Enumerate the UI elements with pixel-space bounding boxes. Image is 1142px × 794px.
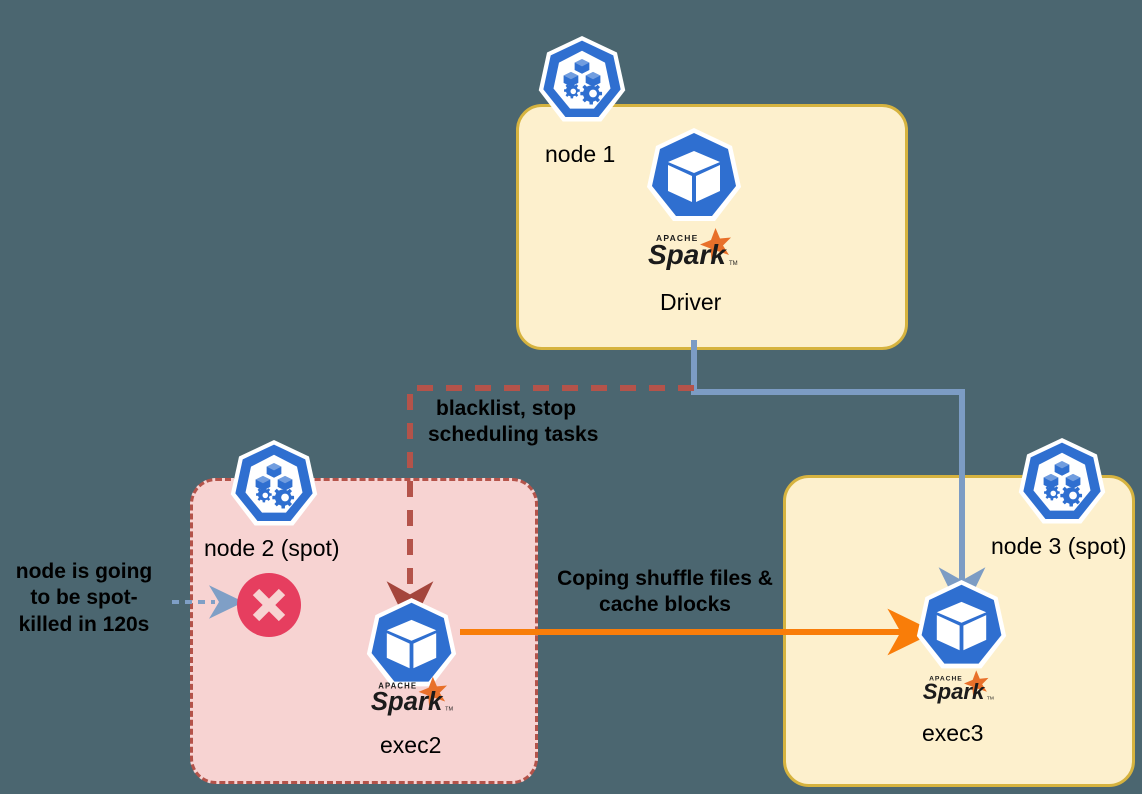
svg-text:Spark: Spark [371,688,444,716]
edge-label-line: Coping shuffle files & [557,567,773,590]
kubernetes-node-icon [536,34,628,130]
svg-text:TM: TM [445,707,453,713]
kubernetes-node-icon [228,438,320,534]
edge-label-blacklist: blacklist, stop scheduling tasks [428,396,658,447]
edge-label-line: scheduling tasks [428,422,599,446]
apache-spark-logo: APACHE Spark TM [920,668,1000,706]
svg-text:Spark: Spark [648,239,727,270]
pod-label-exec3: exec3 [922,720,984,746]
svg-text:APACHE: APACHE [378,682,417,691]
red-x-circle-icon [236,572,302,638]
svg-text:TM: TM [987,696,994,702]
kubernetes-node-icon [1016,436,1108,532]
spot-warning-line: to be spot- [30,586,138,610]
spot-kill-warning-note: node is going to be spot- killed in 120s [4,559,164,638]
edge-label-line: cache blocks [599,592,731,616]
node-label-node3: node 3 (spot) [991,533,1127,559]
node-label-node2: node 2 (spot) [204,535,340,561]
pod-label-exec2: exec2 [380,732,442,758]
spot-warning-line: killed in 120s [18,612,150,636]
kubernetes-pod-cube-icon [914,578,1009,677]
edge-label-copy: Coping shuffle files & cache blocks [545,566,785,617]
kubernetes-pod-cube-icon [364,596,459,695]
kubernetes-pod-cube-icon [644,126,744,230]
node-label-node1: node 1 [545,141,616,167]
svg-text:APACHE: APACHE [656,233,698,243]
pod-label-driver: Driver [660,289,722,315]
edge-label-line: blacklist, stop [436,397,577,420]
spot-warning-line: node is going [15,560,153,583]
svg-text:APACHE: APACHE [929,676,963,683]
svg-text:Spark: Spark [923,679,986,704]
apache-spark-logo: APACHE Spark TM [368,674,460,718]
svg-text:TM: TM [729,261,738,267]
apache-spark-logo: APACHE Spark TM [645,225,745,273]
